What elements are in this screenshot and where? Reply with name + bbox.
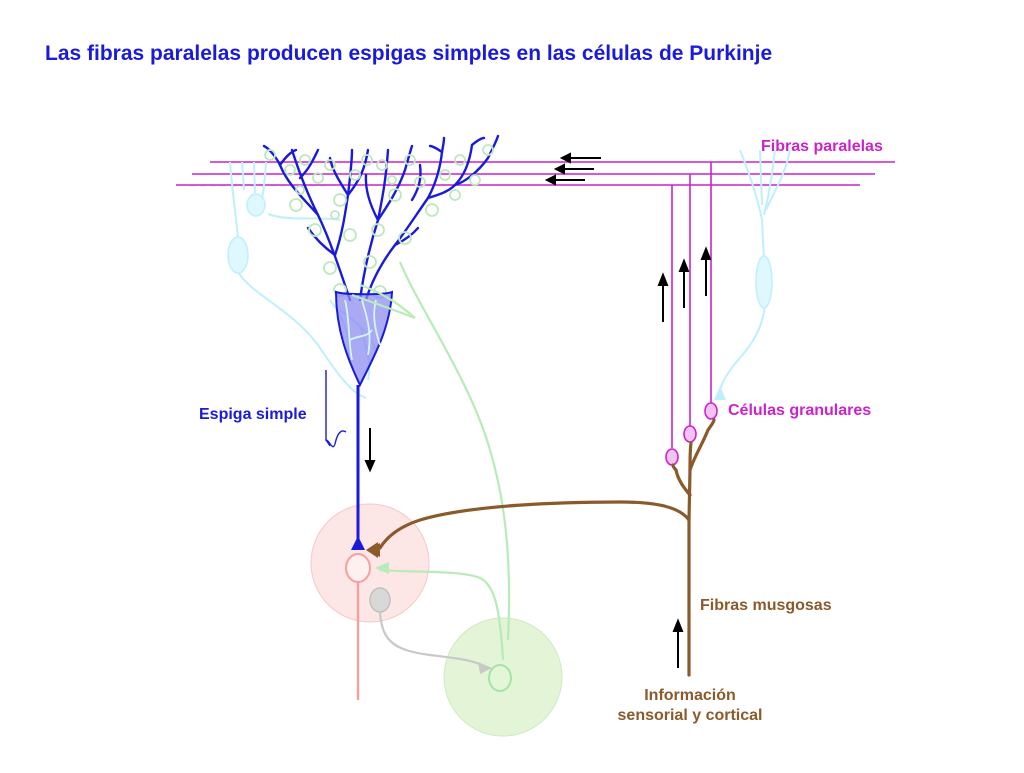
granule-cell-2 (683, 425, 697, 443)
cyan-terminal-right (714, 386, 726, 400)
parallel-fiber-arrows (544, 152, 601, 186)
purkinje-axon-terminal (351, 536, 365, 550)
purkinje-cell-body (334, 290, 394, 388)
cyan-interneuron-right (719, 149, 791, 391)
label-simple-spike: Espiga simple (199, 406, 307, 423)
green-terminal (375, 562, 389, 574)
purkinje-output-arrow (364, 428, 376, 473)
cyan-cell-body-left (227, 236, 249, 274)
label-granule-cells: Células granulares (728, 402, 871, 419)
page-title: Las fibras paralelas producen espigas si… (45, 42, 773, 65)
cyan-cell-small-body (246, 193, 266, 217)
label-mossy-fibers: Fibras musgosas (700, 597, 832, 614)
granule-cell-1 (665, 448, 679, 466)
green-interneuron-fibers (351, 261, 511, 661)
granule-axon-arrows (657, 246, 712, 322)
label-input-line1: Información (644, 687, 736, 704)
gray-neuron-axon (378, 611, 486, 668)
green-cell-body (488, 664, 512, 692)
parallel-fiber-synapse-spines (264, 144, 494, 299)
granule-cell-3 (704, 402, 718, 420)
gray-terminal (478, 662, 492, 674)
pink-nuclear-neuron (345, 553, 371, 583)
granule-cell-ascending-axons (671, 162, 712, 448)
simple-spike-trace (325, 370, 347, 448)
gray-neuron (369, 587, 391, 613)
mossy-fiber (378, 418, 716, 677)
mossy-input-arrow (672, 618, 684, 668)
label-parallel-fibers: Fibras paralelas (761, 138, 883, 155)
cyan-cell-body-right (755, 255, 773, 309)
label-input-line2: sensorial y cortical (618, 707, 763, 724)
